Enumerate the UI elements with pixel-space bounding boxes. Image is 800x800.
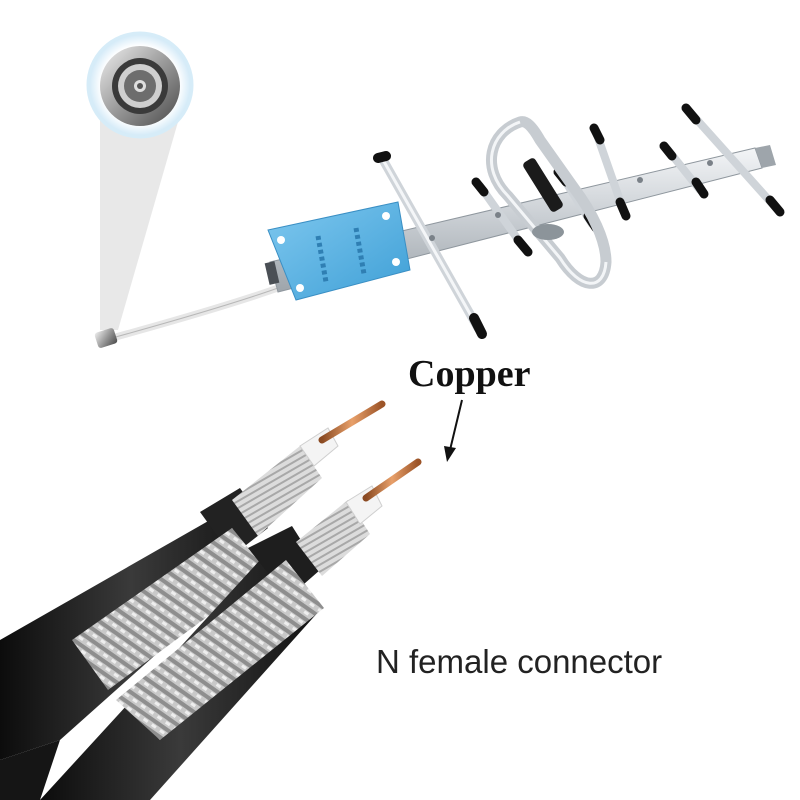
n-connector-plug-icon bbox=[94, 328, 118, 348]
zoom-cone bbox=[100, 115, 180, 330]
coaxial-cable-pair bbox=[0, 400, 422, 800]
feed-cable bbox=[108, 284, 282, 342]
folded-dipole bbox=[486, 116, 612, 289]
pointer-arrow bbox=[444, 399, 463, 462]
boom-screws bbox=[429, 160, 713, 241]
n-female-connector-icon bbox=[100, 46, 180, 126]
copper-label: Copper bbox=[408, 353, 531, 395]
mounting-plate bbox=[267, 201, 411, 301]
antenna-elements bbox=[373, 103, 785, 339]
connector-label: N female connector bbox=[376, 643, 663, 680]
